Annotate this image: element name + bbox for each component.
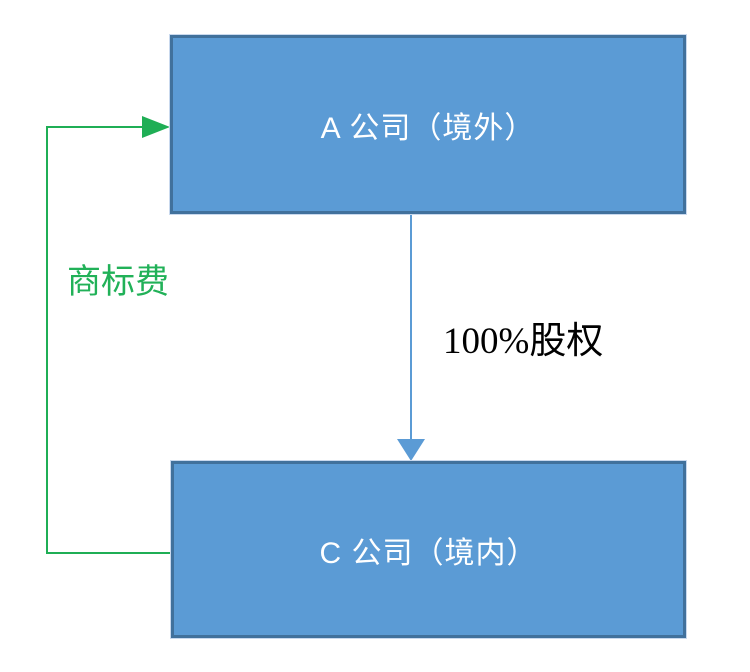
node-company-a: A 公司（境外）	[170, 35, 686, 214]
arrowhead-down-icon	[397, 439, 425, 461]
node-company-c-label: C 公司（境内）	[319, 536, 538, 570]
edge-trademark-fee-label: 商标费	[67, 264, 169, 301]
edge-equity-label: 100%股权	[443, 321, 604, 362]
node-company-c: C 公司（境内）	[171, 461, 686, 638]
node-company-a-label: A 公司（境外）	[320, 111, 536, 145]
edge-equity	[397, 214, 425, 461]
trademark-fee-line	[46, 126, 171, 554]
arrowhead-right-icon	[142, 116, 170, 138]
edge-trademark-fee	[46, 116, 171, 554]
